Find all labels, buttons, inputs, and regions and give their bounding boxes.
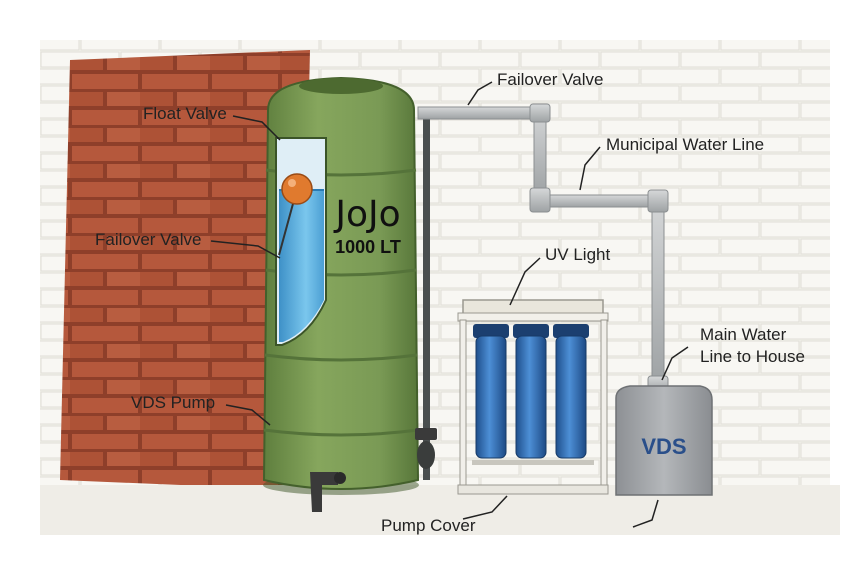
- label-main-water-line-1: Main Water: [700, 325, 787, 344]
- label-uv-light: UV Light: [545, 245, 611, 264]
- tank-tap: [310, 472, 346, 512]
- side-pipe: [415, 112, 437, 480]
- label-main-water-line: Main Water Line to House: [700, 324, 805, 368]
- float-valve: [278, 173, 313, 256]
- filter-cartridge: [555, 335, 587, 459]
- uv-filter-group: [473, 324, 589, 459]
- pump-cover-frame: [457, 299, 609, 495]
- filter-cartridge: [475, 335, 507, 459]
- leader-failover-tank: [210, 240, 281, 259]
- leader-failover-top: [467, 81, 493, 106]
- leader-pump-cover: [462, 495, 508, 520]
- filter-cap: [553, 324, 589, 338]
- tank-capacity: 1000 LT: [335, 237, 401, 257]
- leader-float-valve: [232, 115, 281, 141]
- vds-unit-label: VDS: [641, 434, 686, 459]
- label-vds-pump: VDS Pump: [131, 393, 216, 412]
- label-pump-cover: Pump Cover: [381, 516, 476, 535]
- leader-vds-pump: [225, 404, 271, 426]
- vds-unit: VDS: [615, 385, 713, 496]
- leader-main-line: [661, 346, 689, 381]
- leader-uv-light: [509, 257, 541, 306]
- leader-vds: [632, 499, 659, 528]
- leader-municipal: [579, 146, 601, 191]
- label-failover-valve-top: Failover Valve: [497, 70, 604, 89]
- filter-cartridge: [515, 335, 547, 459]
- filter-cap: [513, 324, 549, 338]
- filter-cap: [473, 324, 509, 338]
- municipal-pipes: [417, 103, 669, 393]
- label-main-water-line-2: Line to House: [700, 347, 805, 366]
- brick-wall: [60, 50, 310, 490]
- tank-brand: JoJo: [333, 194, 400, 235]
- label-failover-valve-tank: Failover Valve: [95, 230, 202, 249]
- label-municipal-water-line: Municipal Water Line: [606, 135, 765, 154]
- leader-lines: [210, 81, 689, 528]
- label-float-valve: Float Valve: [143, 104, 227, 123]
